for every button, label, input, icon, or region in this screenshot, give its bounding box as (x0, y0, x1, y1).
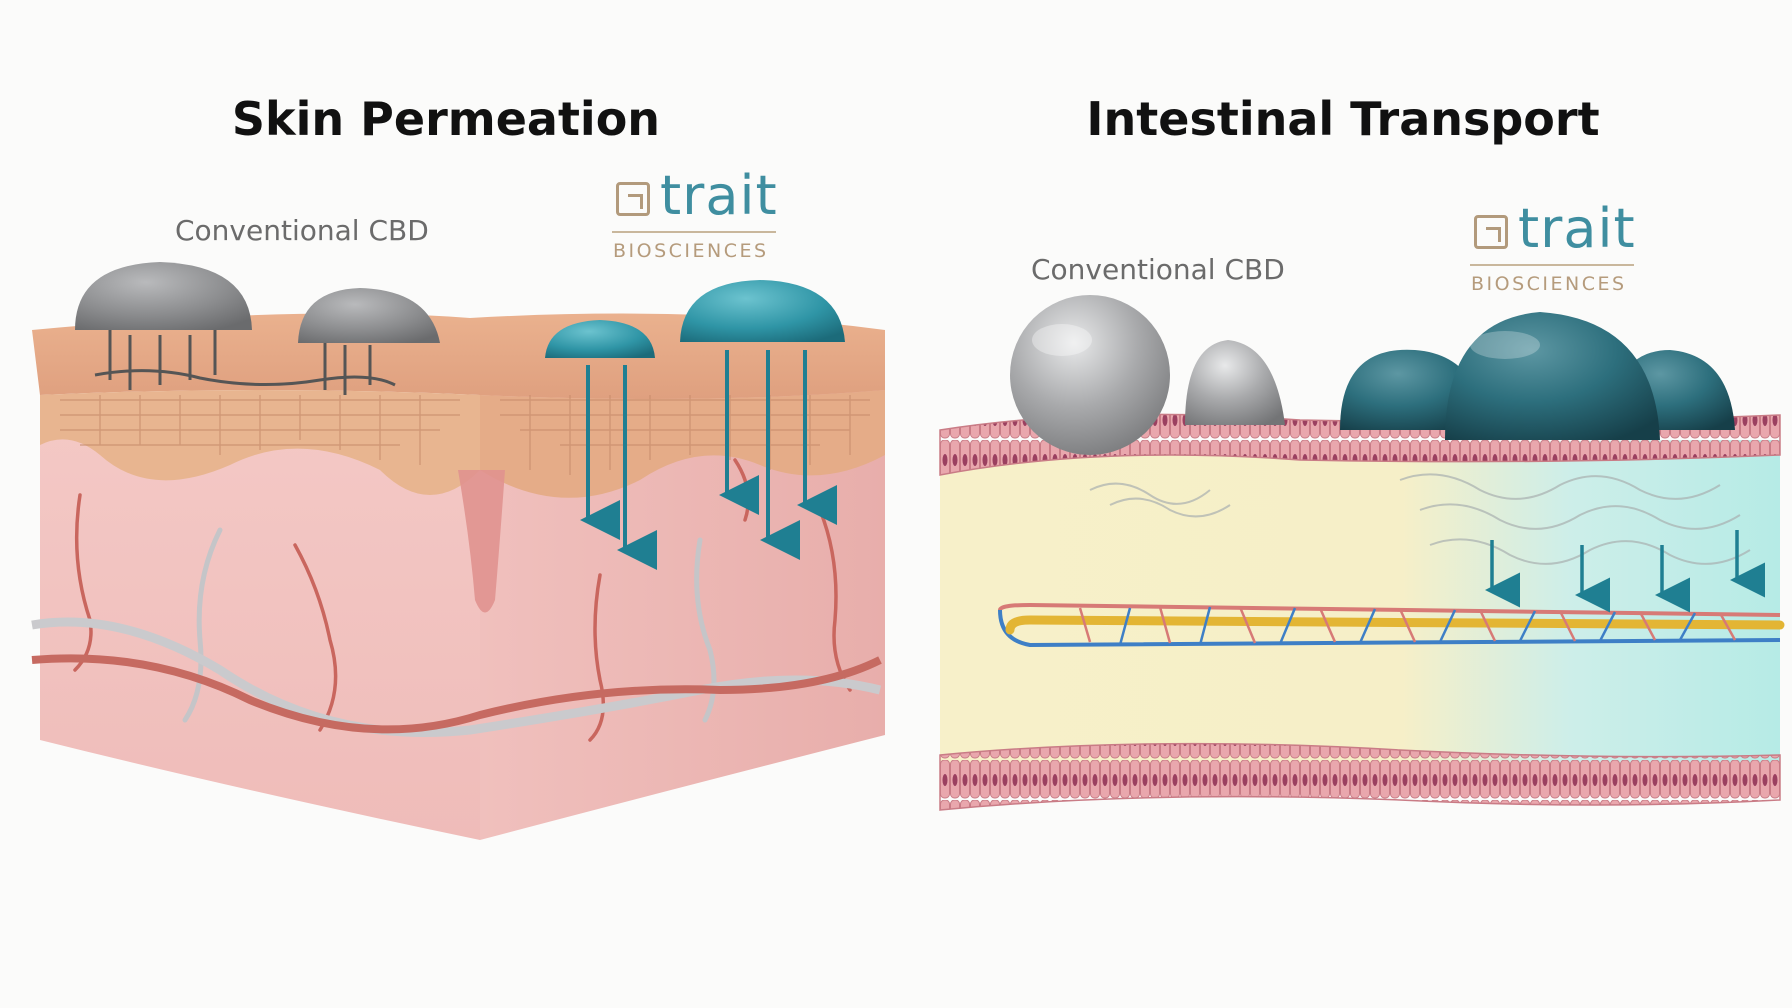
intestinal-trait-brand: trait BIOSCIENCES (1470, 197, 1650, 303)
trait-logo-icon (1474, 215, 1508, 249)
skin-panel-title: Skin Permeation (231, 92, 661, 146)
skin-conventional-label: Conventional CBD (175, 214, 429, 247)
conventional-cbd-droplets (1010, 295, 1285, 455)
epithelium-bottom (939, 742, 1781, 811)
brand-wordmark: trait (1518, 197, 1636, 260)
epidermis-top (32, 313, 885, 399)
trait-droplets (545, 280, 845, 358)
trait-logo-icon (616, 182, 650, 216)
brand-subtitle: BIOSCIENCES (613, 240, 769, 262)
brand-wordmark: trait (660, 164, 778, 227)
brand-subtitle: BIOSCIENCES (1471, 273, 1627, 295)
skin-trait-brand: trait BIOSCIENCES (612, 164, 792, 270)
intestinal-conventional-label: Conventional CBD (1031, 253, 1285, 286)
villi-lines (1089, 473, 1751, 565)
down-arrow-icon (580, 350, 837, 570)
conventional-cbd-droplets (75, 262, 440, 395)
skin-cross-section (31, 262, 885, 840)
vessel-gray (31, 617, 882, 737)
intestinal-panel-title: Intestinal Transport (1086, 92, 1600, 146)
gray-nerves (182, 527, 717, 723)
cell-pattern (60, 395, 870, 475)
brand-divider (1470, 264, 1634, 266)
epidermis-side (480, 390, 885, 498)
down-arrow-icon (1485, 530, 1765, 613)
brand-divider (612, 231, 776, 233)
vessel-red (31, 654, 882, 734)
trait-droplets (1340, 312, 1735, 440)
lacteal-vessel (998, 602, 1785, 648)
lumen (940, 440, 1780, 792)
hair-follicle (458, 470, 505, 613)
